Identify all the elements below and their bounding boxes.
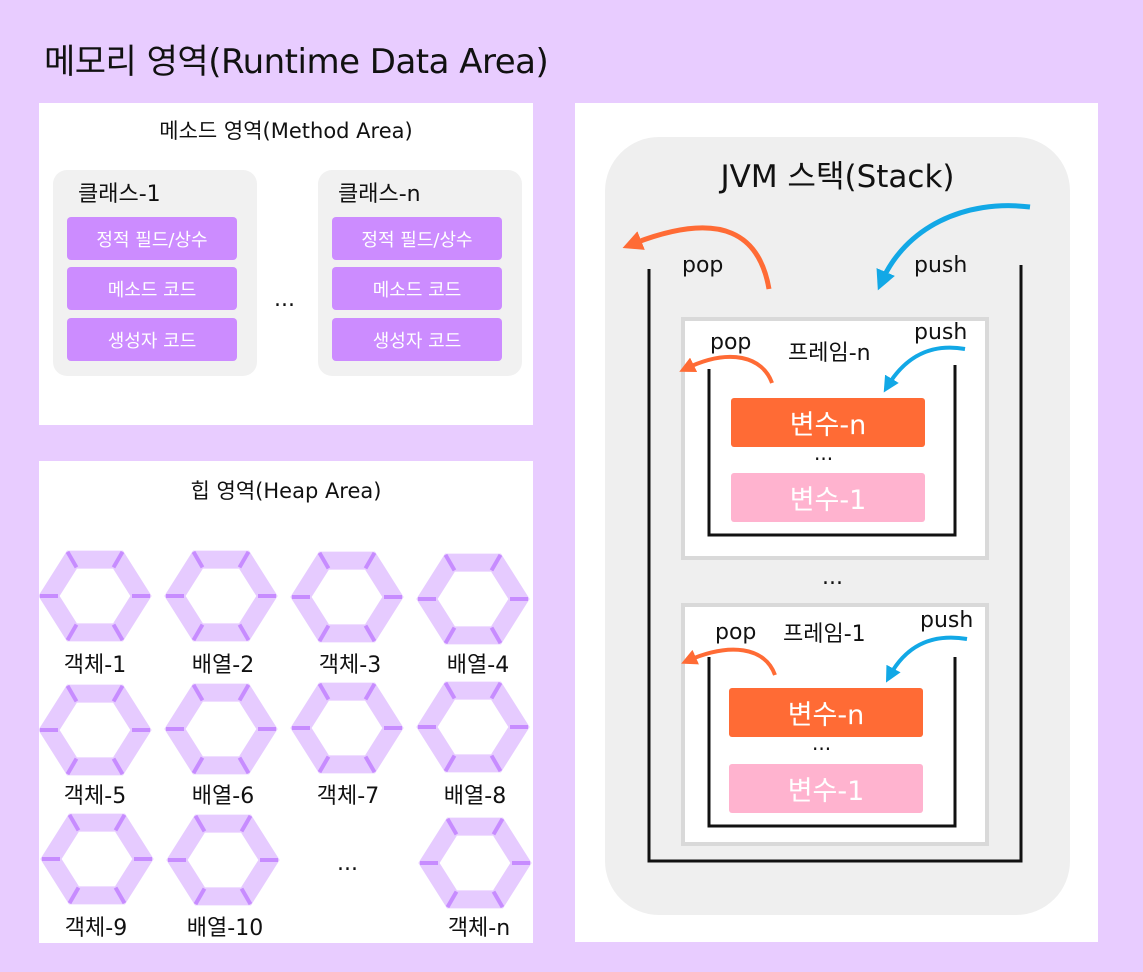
pop-arrow-icon	[622, 225, 772, 290]
heap-item-label: 배열-8	[443, 784, 507, 809]
stack-pop-label: pop	[682, 253, 724, 278]
jvm-stack-panel: JVM 스택(Stack) pop push pop 프레임-n push 변수…	[575, 103, 1098, 942]
frame-push-label: push	[920, 608, 974, 633]
heap-item-label: 객체-7	[316, 784, 380, 809]
constructor-code-box: 생성자 코드	[67, 318, 237, 361]
heap-object-icon	[38, 550, 152, 642]
frame-n-container-line	[707, 365, 957, 537]
stack-push-label: push	[914, 253, 968, 278]
stack-container-line	[647, 265, 1023, 863]
frame-pop-label: pop	[710, 330, 752, 355]
jvm-stack-container: JVM 스택(Stack) pop push pop 프레임-n push 변수…	[605, 137, 1070, 915]
heap-item-label: 배열-6	[191, 784, 255, 809]
heap-object-icon	[164, 683, 278, 775]
frame-name: 프레임-1	[783, 622, 866, 647]
variable-1-box: 변수-1	[731, 473, 925, 522]
frame-pop-label: pop	[715, 620, 757, 645]
heap-item-label: 객체-5	[63, 784, 127, 809]
heap-item-label: 배열-2	[191, 653, 255, 678]
frame-n-pop-arrow-icon	[679, 354, 774, 384]
static-field-box: 정적 필드/상수	[67, 217, 237, 260]
heap-item-label: 객체-3	[318, 653, 382, 678]
frame-name: 프레임-n	[788, 341, 871, 366]
frame-push-label: push	[914, 320, 968, 345]
stack-ellipsis: ...	[822, 565, 843, 590]
heap-object-icon	[164, 550, 278, 642]
method-area-panel: 메소드 영역(Method Area) 클래스-1 정적 필드/상수 메소드 코…	[39, 103, 533, 425]
heap-item-label: 배열-10	[186, 916, 264, 941]
frame-1-push-arrow-icon	[885, 635, 968, 683]
method-code-box: 메소드 코드	[332, 267, 502, 310]
jvm-stack-title: JVM 스택(Stack)	[720, 159, 955, 195]
heap-item-label: 객체-1	[63, 653, 127, 678]
page-title: 메모리 영역(Runtime Data Area)	[44, 42, 549, 82]
heap-object-icon	[290, 551, 404, 643]
static-field-box: 정적 필드/상수	[332, 217, 502, 260]
heap-area-panel: 힙 영역(Heap Area) 객체-1 배열-2 객체-3 배열-4 객체-5 배열-6…	[38, 461, 533, 943]
heap-object-icon	[416, 553, 530, 645]
frame-n-push-arrow-icon	[883, 345, 966, 393]
class-box-1: 클래스-1 정적 필드/상수 메소드 코드 생성자 코드	[53, 170, 257, 376]
heap-shapes	[38, 550, 532, 909]
frame-1-container-line	[707, 657, 957, 828]
method-area-title: 메소드 영역(Method Area)	[159, 119, 413, 143]
heap-object-icon	[290, 682, 404, 774]
heap-object-icon	[166, 814, 280, 906]
method-ellipsis: ...	[274, 287, 295, 312]
heap-object-icon	[418, 817, 532, 909]
method-code-box: 메소드 코드	[67, 267, 237, 310]
variable-1-box: 변수-1	[729, 764, 923, 813]
push-arrow-icon	[876, 203, 1031, 291]
frame-ellipsis: ...	[814, 441, 834, 465]
frame-ellipsis: ...	[812, 731, 832, 755]
constructor-code-box: 생성자 코드	[332, 318, 502, 361]
heap-item-label: 객체-n	[447, 916, 511, 941]
heap-item-label: 배열-4	[446, 653, 510, 678]
class-box-n: 클래스-n 정적 필드/상수 메소드 코드 생성자 코드	[318, 170, 522, 376]
heap-ellipsis: ...	[337, 851, 358, 876]
heap-object-icon	[40, 813, 154, 905]
heap-area-title: 힙 영역(Heap Area)	[190, 479, 382, 503]
frame-1-pop-arrow-icon	[681, 647, 777, 676]
stack-lines-and-arrows	[622, 203, 1031, 863]
class-name: 클래스-1	[78, 182, 161, 207]
heap-item-label: 객체-9	[64, 916, 128, 941]
variable-n-box: 변수-n	[729, 688, 923, 737]
stack-frame-1: pop 프레임-1 push 변수-n ... 변수-1	[681, 603, 989, 846]
heap-object-icon	[38, 684, 152, 776]
heap-object-icon	[416, 681, 530, 773]
class-name: 클래스-n	[338, 182, 421, 207]
variable-n-box: 변수-n	[731, 398, 925, 447]
